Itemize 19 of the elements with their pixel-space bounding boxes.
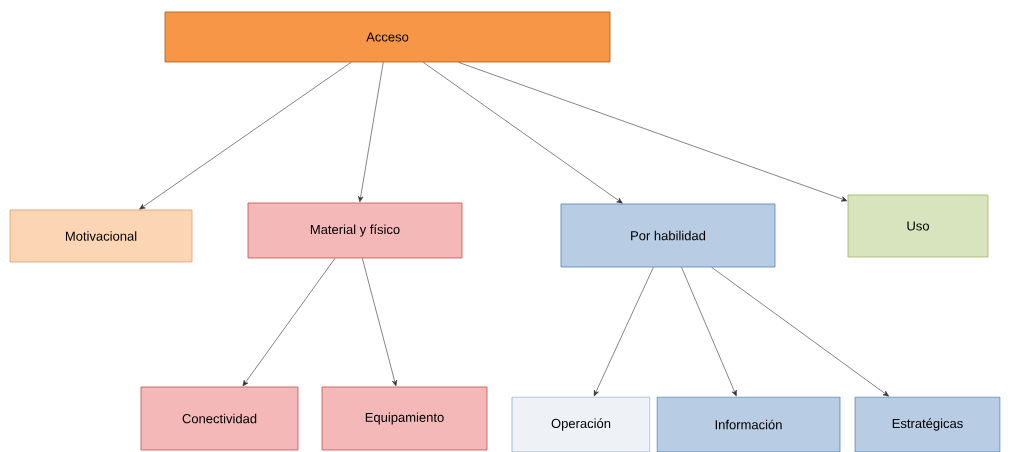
arrow bbox=[358, 62, 384, 203]
arrow bbox=[458, 62, 848, 202]
category-box: Material y físico bbox=[247, 202, 463, 259]
arrow bbox=[423, 62, 623, 204]
arrow bbox=[242, 258, 336, 387]
subcategory-box: Equipamiento bbox=[321, 386, 488, 451]
subcategory-box: Conectividad bbox=[140, 386, 299, 451]
arrow bbox=[593, 267, 654, 397]
subcategory-box: Operación bbox=[511, 396, 651, 452]
category-box: Por habilidad bbox=[560, 203, 776, 268]
subcategory-box: Información bbox=[656, 396, 841, 452]
arrow bbox=[362, 258, 398, 387]
category-box: Uso bbox=[847, 194, 989, 258]
top-box: Acceso bbox=[164, 11, 611, 63]
subcategory-box: Estratégicas bbox=[854, 396, 1001, 452]
arrow bbox=[139, 62, 352, 210]
arrow bbox=[711, 267, 889, 397]
arrow bbox=[681, 267, 737, 397]
category-box: Motivacional bbox=[9, 209, 193, 263]
